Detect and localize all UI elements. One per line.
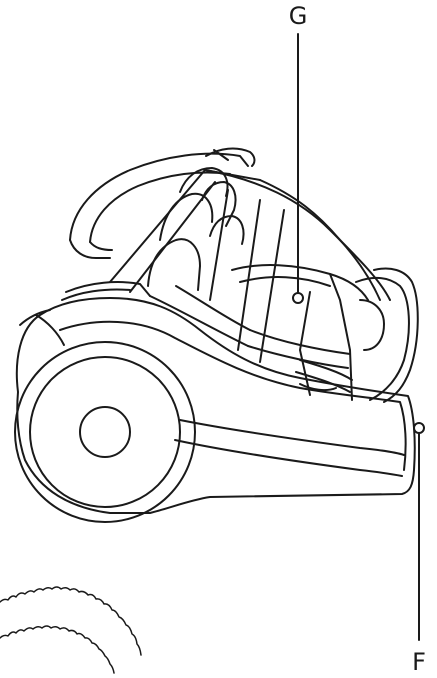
rear-wheel: [14, 341, 196, 523]
callout-dot-f: [413, 422, 425, 434]
vacuum-body: [15, 281, 416, 514]
dust-bin: [109, 167, 419, 403]
callout-f: F: [412, 422, 426, 676]
floor-hose-lines: [0, 586, 142, 674]
callout-label-g: G: [289, 2, 308, 30]
callout-dot-g: [292, 292, 304, 304]
callout-g: G: [289, 2, 308, 304]
callout-label-f: F: [412, 648, 426, 676]
